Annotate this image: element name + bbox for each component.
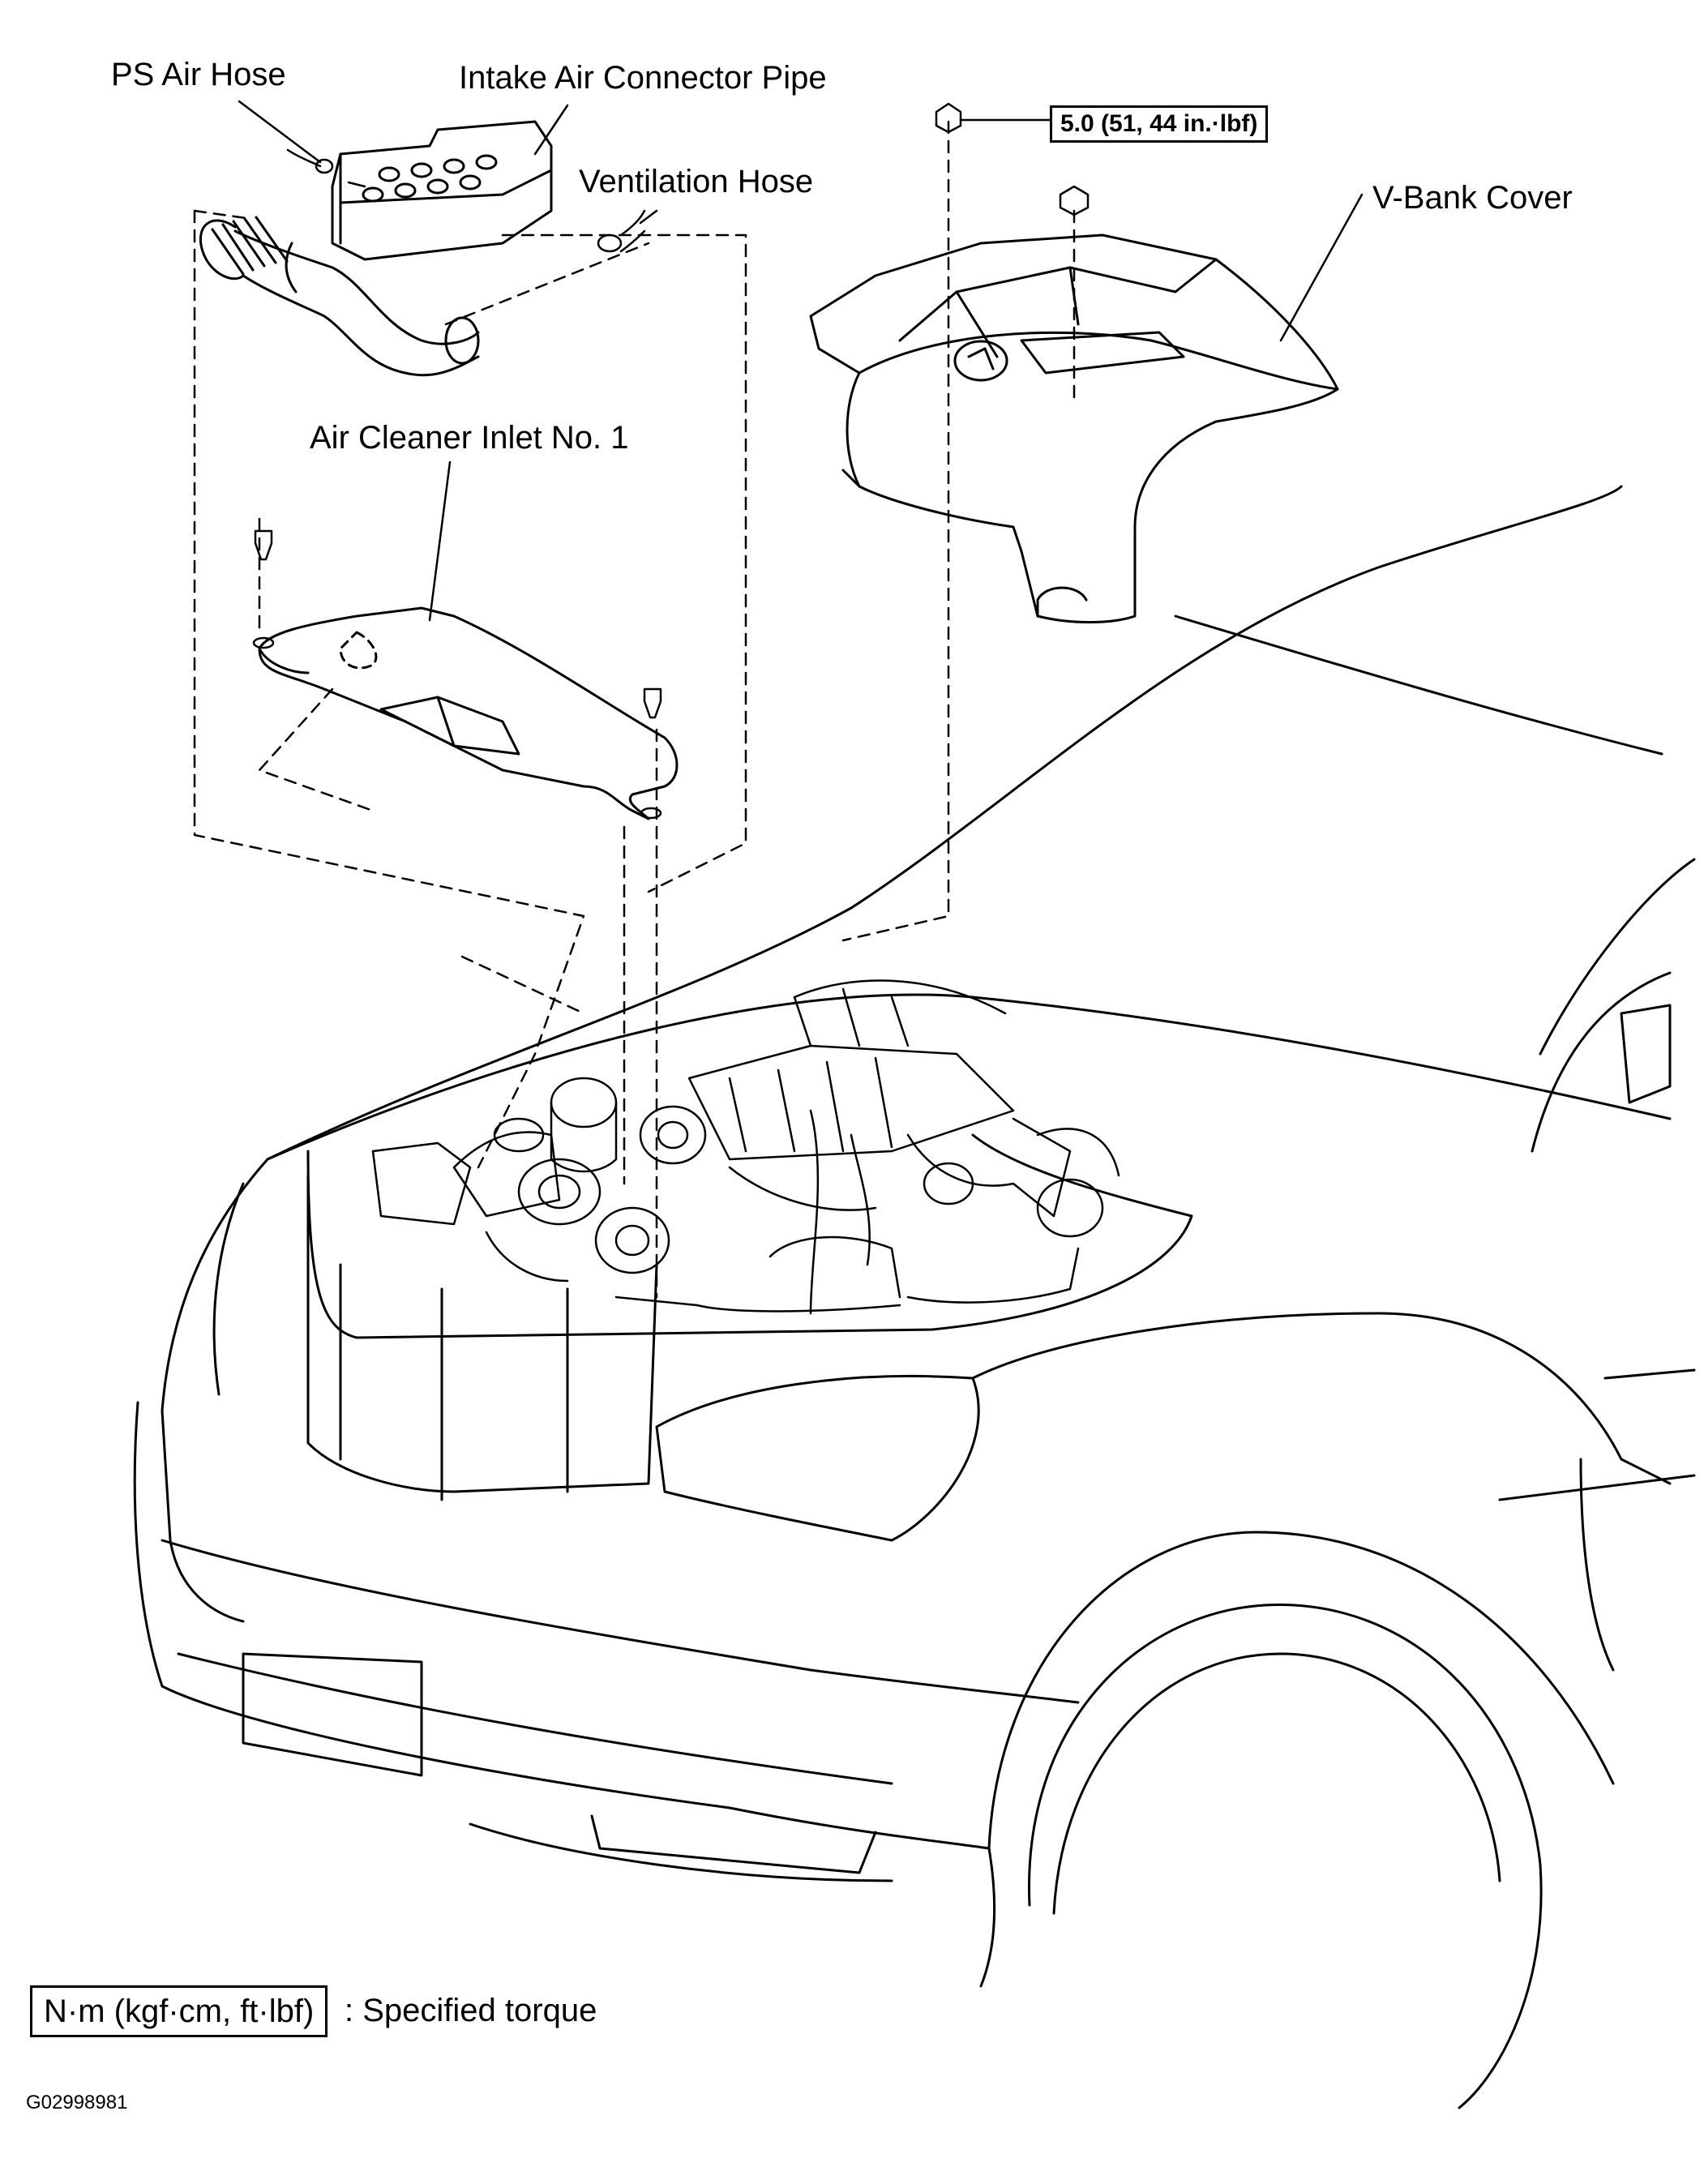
bolts: [252, 102, 1090, 820]
air-cleaner-inlet: [258, 606, 679, 820]
label-air-cleaner-inlet: Air Cleaner Inlet No. 1: [310, 420, 629, 456]
label-ventilation-hose: Ventilation Hose: [579, 164, 814, 199]
label-intake-air-connector-pipe: Intake Air Connector Pipe: [459, 60, 827, 96]
label-ps-air-hose: PS Air Hose: [111, 57, 286, 92]
license-plate: [242, 1652, 423, 1777]
label-v-bank-cover: V-Bank Cover: [1372, 180, 1573, 216]
legend-description: : Specified torque: [345, 1993, 597, 2028]
intake-air-connector-pipe: [199, 120, 553, 377]
ventilation-hose: [597, 209, 646, 253]
figure-code: G02998981: [26, 2092, 128, 2113]
ps-air-hose: [286, 148, 366, 188]
leader-lines: [238, 100, 1364, 622]
v-bank-cover: [809, 233, 1339, 623]
engine: [371, 979, 1120, 1315]
dashed-guides: [193, 120, 1076, 1299]
car-body: [133, 485, 1696, 2109]
legend-unit-box: N·m (kgf·cm, ft·lbf): [30, 1985, 328, 2037]
torque-spec-box: 5.0 (51, 44 in.·lbf): [1050, 105, 1269, 143]
